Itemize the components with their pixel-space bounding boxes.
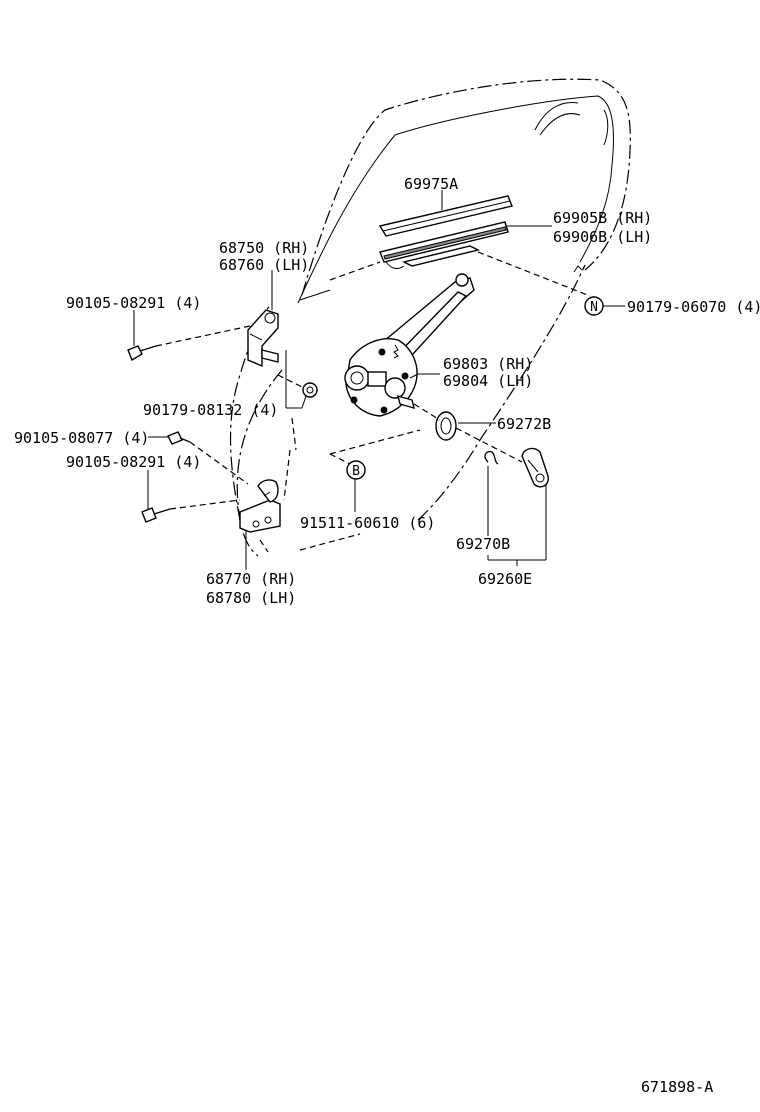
label-69906b: 69906B (LH) — [553, 228, 652, 246]
bolt-90105-08291-bottom — [141, 507, 171, 523]
footer-code: 671898-A — [641, 1078, 713, 1096]
lower-hinge — [239, 479, 281, 533]
label-91511-60610: 91511-60610 (6) — [300, 514, 435, 532]
clip-69270b — [484, 450, 499, 465]
bolt-90105-08077 — [167, 431, 191, 445]
label-90179-06070: 90179-06070 (4) — [627, 298, 760, 316]
marker-b-text: B — [352, 464, 360, 479]
label-90105-08291-bottom: 90105-08291 (4) — [66, 453, 201, 471]
dashed-connection-lines — [155, 251, 591, 553]
label-69804: 69804 (LH) — [443, 372, 533, 390]
label-68780: 68780 (LH) — [206, 589, 296, 607]
label-68770: 68770 (RH) — [206, 570, 296, 588]
window-regulator — [344, 273, 475, 417]
label-69270b: 69270B — [456, 535, 510, 553]
label-69975a: 69975A — [404, 175, 458, 193]
door-weatherstrip — [379, 221, 509, 270]
label-69272b: 69272B — [497, 415, 551, 433]
regulator-handle-69260e — [521, 447, 549, 488]
marker-b: B — [346, 460, 366, 480]
marker-n-text: N — [590, 300, 598, 315]
leader-lines — [133, 190, 625, 570]
label-90105-08291-top: 90105-08291 (4) — [66, 294, 201, 312]
label-90105-08077: 90105-08077 (4) — [14, 429, 149, 447]
label-69260e: 69260E — [478, 570, 532, 588]
label-68760: 68760 (LH) — [219, 256, 309, 274]
upper-hinge — [247, 309, 279, 368]
label-69905b: 69905B (RH) — [553, 209, 652, 227]
grommet-69272b — [435, 411, 457, 441]
bolt-90105-08291-top — [127, 345, 157, 362]
label-69803: 69803 (RH) — [443, 355, 533, 373]
label-68750: 68750 (RH) — [219, 239, 309, 257]
glass-run-channel — [378, 195, 513, 237]
label-90179-08132: 90179-08132 (4) — [143, 401, 278, 419]
part-labels: 69975A 69905B (RH) 69906B (LH) 68750 (RH… — [14, 175, 760, 1096]
nut-90179-08132 — [302, 382, 318, 398]
marker-n: N — [584, 296, 604, 316]
